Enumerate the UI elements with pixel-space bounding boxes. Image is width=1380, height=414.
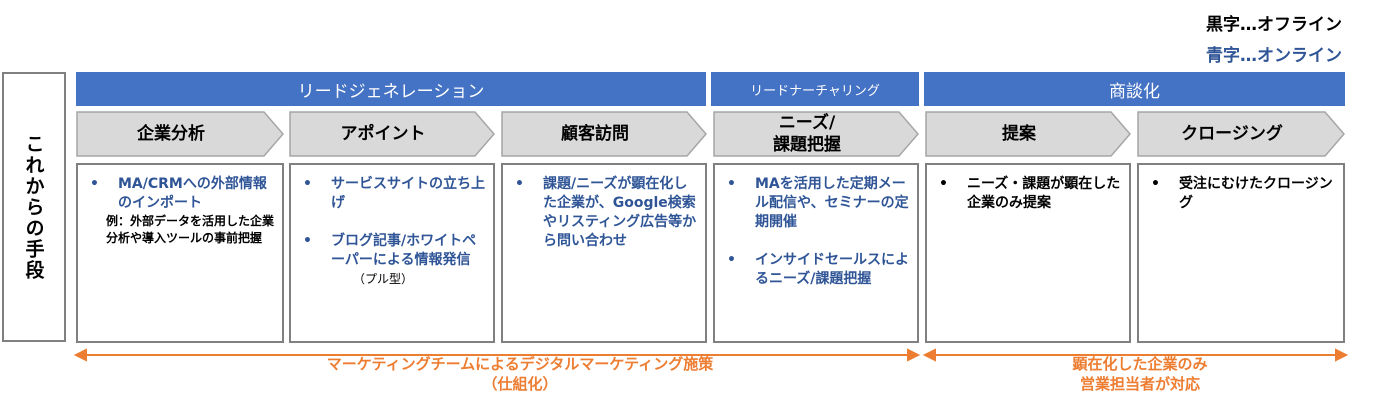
list-item: • MAを活用した定期メール配信や、セミナーの定期開催 (727, 175, 909, 232)
phase-lead-nurturing: リードナーチャリング (711, 72, 919, 106)
arrow-text-line: 顕在化した企業のみ (1072, 355, 1208, 373)
chevron-shape (1137, 111, 1345, 157)
legend-online: 青字…オンライン (1206, 41, 1342, 66)
arrow-text-line: マーケティングチームによるデジタルマーケティング施策 (326, 355, 714, 373)
chevron-shape (76, 111, 284, 157)
box-needs-assessment: • MAを活用した定期メール配信や、セミナーの定期開催 • インサイドセールスによるニ… (713, 163, 919, 343)
step-needs-assessment: ニーズ/ 課題把握 (713, 111, 919, 157)
list-item-text: サービスサイトの立ち上げ (331, 176, 485, 211)
bullet: • (727, 176, 736, 192)
step-company-analysis: 企業分析 (76, 111, 284, 157)
legend-offline: 黒字…オフライン (1206, 10, 1342, 35)
chevron-shape (289, 111, 495, 157)
box-appointment: • サービスサイトの立ち上げ • ブログ記事/ホワイトペーパーによる情報発信 （プル型） (289, 163, 495, 343)
box-company-analysis: • MA/CRMへの外部情報のインポート例：外部データを活用した企業分析や導入ツー… (76, 163, 284, 343)
step-label: アポイント (340, 124, 426, 144)
list-item-text: ブログ記事/ホワイトペーパーによる情報発信 (331, 233, 477, 268)
step-appointment: アポイント (289, 111, 495, 157)
list-item-text: 課題/ニーズが顕在化した企業が、Google検索やリスティング広告等から問い合わ… (543, 176, 697, 249)
legend-online-text: 青字…オンライン (1206, 46, 1342, 66)
bullet: • (1151, 176, 1160, 192)
phase-label: リードナーチャリング (750, 83, 880, 99)
side-label-box: これからの手段 (2, 72, 66, 342)
box-customer-visit: • 課題/ニーズが顕在化した企業が、Google検索やリスティング広告等から問い合… (501, 163, 707, 343)
box-proposal: • ニーズ・課題が顕在した企業のみ提案 (925, 163, 1131, 343)
bullet: • (303, 176, 312, 192)
arrow-text-line: 営業担当者が対応 (1079, 375, 1200, 393)
list-item: • インサイドセールスによるニーズ/課題把握 (727, 251, 909, 289)
step-label: ニーズ/ 課題把握 (773, 113, 841, 155)
step-closing: クロージング (1137, 111, 1345, 157)
list-item-text: インサイドセールスによるニーズ/課題把握 (755, 252, 909, 287)
list-item: • ブログ記事/ホワイトペーパーによる情報発信 (303, 232, 485, 270)
note: （プル型） (353, 272, 414, 286)
arrow-marketing (73, 348, 921, 362)
step-customer-visit: 顧客訪問 (501, 111, 707, 157)
phase-negotiation: 商談化 (924, 72, 1345, 106)
bullet: • (939, 176, 948, 192)
arrow-sales-text: 顕在化した企業のみ営業担当者が対応 (1000, 354, 1280, 394)
chevron-shape (925, 111, 1131, 157)
step-proposal: 提案 (925, 111, 1131, 157)
list-item: • サービスサイトの立ち上げ (303, 175, 485, 213)
legend-offline-text: 黒字…オフライン (1206, 15, 1342, 35)
list-item: • ニーズ・課題が顕在した企業のみ提案 (939, 175, 1121, 213)
bullet: • (727, 252, 736, 268)
bullet: • (303, 233, 312, 249)
note: 例：外部データを活用した企業分析や導入ツールの事前把握 (106, 214, 275, 245)
phase-lead-generation: リードジェネレーション (76, 72, 706, 106)
chevron-shape (501, 111, 707, 157)
list-item-text: ニーズ・課題が顕在した企業のみ提案 (967, 176, 1121, 211)
list-item: • MA/CRMへの外部情報のインポート (90, 175, 274, 213)
list-item-text: MA/CRMへの外部情報のインポート (118, 176, 267, 211)
step-label: 顧客訪問 (561, 124, 629, 144)
list-item-text: 受注にむけたクロージング (1179, 176, 1333, 211)
arrow-sales (922, 348, 1349, 362)
phase-label: リードジェネレーション (297, 81, 485, 102)
box-closing: • 受注にむけたクロージング (1137, 163, 1345, 343)
arrow-text-line: （仕組化） (482, 375, 558, 393)
arrows (73, 348, 1349, 362)
side-label: これからの手段 (22, 133, 45, 281)
arrow-marketing-text: マーケティングチームによるデジタルマーケティング施策 （仕組化） (200, 354, 840, 394)
list-item: • 課題/ニーズが顕在化した企業が、Google検索やリスティング広告等から問い合… (515, 175, 697, 251)
list-item: • 受注にむけたクロージング (1151, 175, 1335, 213)
step-label: 企業分析 (137, 124, 205, 144)
step-label: クロージング (1181, 124, 1283, 144)
bullet: • (515, 176, 524, 192)
list-item-text: MAを活用した定期メール配信や、セミナーの定期開催 (755, 176, 909, 230)
phase-label: 商談化 (1109, 81, 1160, 102)
chevron-shape (713, 111, 919, 157)
bullet: • (90, 176, 99, 192)
step-label: 提案 (1002, 124, 1036, 144)
